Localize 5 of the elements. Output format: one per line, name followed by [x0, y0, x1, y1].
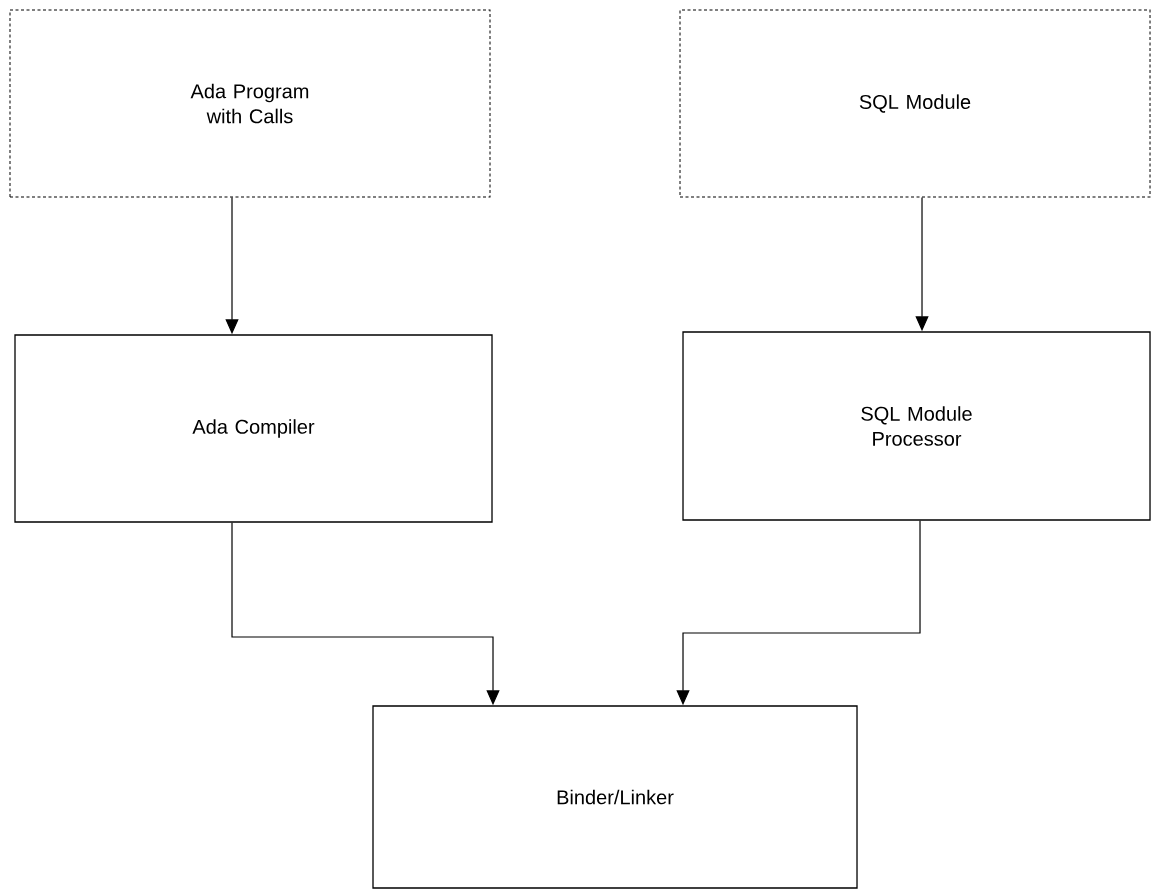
- process-box: Ada Compiler: [14, 334, 493, 523]
- process-box: Binder/Linker: [372, 705, 858, 889]
- process-box: SQL Module: [679, 9, 1151, 198]
- process-box: Ada Program with Calls: [9, 9, 491, 198]
- process-box: SQL Module Processor: [682, 331, 1151, 521]
